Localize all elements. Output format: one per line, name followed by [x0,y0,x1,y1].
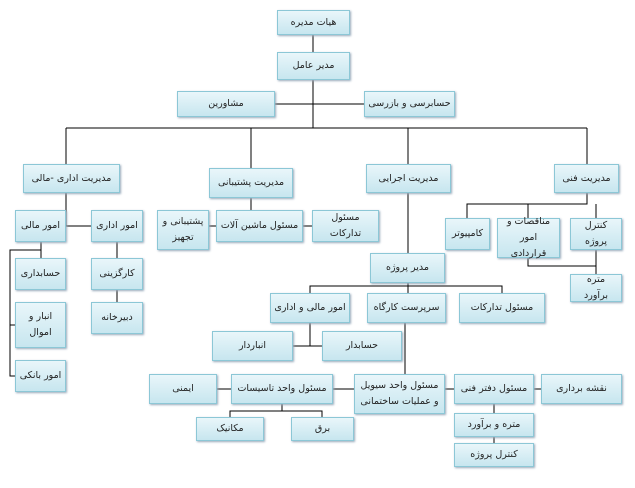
node-admin-finance: مدیریت اداری -مالی [23,164,120,193]
node-project-control: کنترل پروژه [570,218,622,250]
node-admin-affairs: امور اداری [91,210,143,242]
node-facilities: مسئول واحد تاسیسات [231,374,333,404]
node-project-manager: مدیر پروژه [370,253,445,283]
node-board: هیات مدیره [277,10,350,35]
node-support-equip: پشتیبانی و تجهیز [157,210,209,250]
node-advisors: مشاورین [177,91,275,117]
node-tech-quantity: متره و برآورد [454,413,534,437]
node-computer: کامپیوتر [445,218,490,250]
node-tech-office: مسئول دفتر فنی [454,374,534,404]
node-accountant: حسابدار [322,331,402,361]
node-tech-control: کنترل پروژه [454,443,534,467]
node-surveying: نقشه برداری [541,374,622,404]
node-pm-finance-admin: امور مالی و اداری [270,293,350,323]
node-finance-affairs: امور مالی [15,210,66,242]
node-tenders: مناقصات و امور قراردادی [497,216,560,259]
node-mechanical: مکانیک [196,417,264,441]
node-audit: حسابرسی و بازرسی [364,91,455,117]
node-procurement: مسئول تدارکات [312,210,379,242]
node-pm-procurement: مسئول تدارکات [459,293,545,323]
node-accounting: حسابداری [15,258,66,290]
node-quantity-estimate: متره برآورد [570,274,622,302]
node-personnel: کارگزینی [91,258,143,290]
node-storekeeper: انباردار [212,331,293,361]
node-ceo: مدیر عامل [277,52,350,80]
node-site-supervisor: سرپرست کارگاه [367,293,446,323]
node-civil: مسئول واحد سیویل و عملیات ساختمانی [354,374,445,414]
node-executive: مدیریت اجرایی [366,164,451,193]
node-electrical: برق [291,417,354,441]
node-warehouse-assets: انبار و اموال [15,302,66,348]
node-technical: مدیریت فنی [554,164,619,193]
node-secretariat: دبیرخانه [91,302,143,334]
node-support: مدیریت پشتیبانی [209,168,293,198]
node-machinery: مسئول ماشین آلات [216,210,303,242]
node-safety: ایمنی [149,374,217,404]
node-banking: امور بانکی [15,360,66,392]
